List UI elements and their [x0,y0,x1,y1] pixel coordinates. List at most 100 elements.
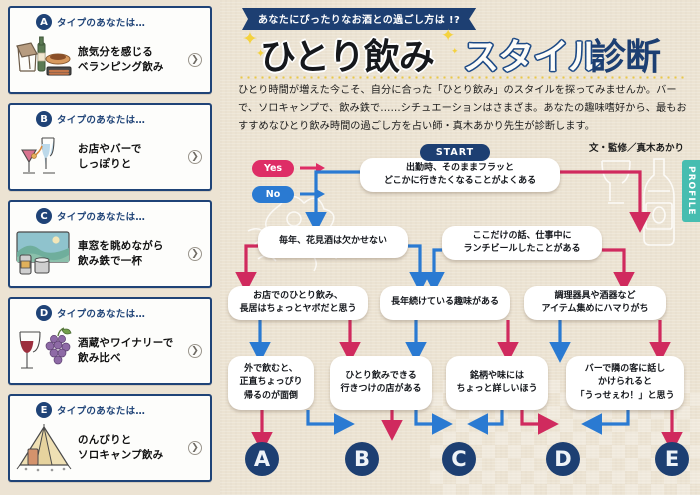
type-card-e-heading: タイプのあなたは… [57,406,146,417]
legend-yes: Yes [252,160,294,177]
byline: 文・監修／真木あかり [588,143,684,154]
sparkle-icon: ✦ [451,47,459,57]
q9-line2: ちょっと詳しいほう [456,384,538,394]
result-type-list: A タイプのあなたは… [0,0,220,495]
chevron-right-icon[interactable]: ❯ [188,150,202,164]
type-card-c[interactable]: C タイプのあなたは… [8,200,212,288]
title-part2: スタイル [463,37,604,78]
type-card-b-header: B タイプのあなたは… [10,105,210,127]
q7-line3: 帰るのが面倒 [243,390,298,401]
train-window-landscape-illustration [14,227,76,281]
type-card-d-line1: 酒蔵やワイナリーで [78,336,174,349]
profile-tab-label: PROFILE [686,166,696,216]
type-card-b-line2: しっぽりと [78,158,132,170]
result-circle-b[interactable]: B [345,442,379,476]
question-box-q10[interactable]: バーで隣の客に話し かけられると 「うっせぇわ！」と思う [566,356,684,410]
type-card-c-heading: タイプのあなたは… [57,212,146,223]
page-title: ✦ ✦ ひとり飲み ✦ ✦ スタイル 診断 [238,26,688,79]
question-box-q1[interactable]: 出勤時、そのままフラッと どこかに行きたくなることがよくある [360,158,560,192]
result-circle-d[interactable]: D [546,442,580,476]
q10-line2: かけられると [597,377,652,388]
type-card-e[interactable]: E タイプのあなたは… のんびりと ソロキャンプ飲み [8,394,212,482]
question-box-q2[interactable]: 毎年、花見酒は欠かせない [258,226,408,258]
result-circle-a[interactable]: A [245,442,279,476]
type-card-c-line1: 車窓を眺めながら [78,239,164,252]
type-card-a-line2: ベランピング飲み [78,61,164,73]
q3-line1: ここだけの話、仕事中に [472,230,572,241]
type-card-b-body: お店やバーで しっぽりと ❯ [10,127,210,187]
type-card-e-line2: ソロキャンプ飲み [78,449,164,461]
q10-line1: バーで隣の客に話し [584,364,666,375]
question-box-q8[interactable]: ひとり飲みできる 行きつけの店がある [330,356,432,410]
question-box-q5[interactable]: 長年続けている趣味がある [380,286,510,320]
q7-line1: 外で飲むと、 [244,364,298,375]
sparkle-icon: ✦ [242,28,258,50]
chevron-right-icon[interactable]: ❯ [188,53,202,67]
q9-line1: 銘柄や味には [469,370,524,381]
type-card-d-heading: タイプのあなたは… [57,309,146,320]
q6-line1: 調理器具や酒器など [554,290,636,301]
q8-line2: 行きつけの店がある [340,384,422,394]
q3-line2: ランチビールしたことがある [463,244,581,254]
type-card-c-line2: 飲み鉄で一杯 [78,255,143,267]
type-card-d-line2: 飲み比べ [78,352,121,364]
title-part1: ひとり飲み [260,37,435,78]
type-card-d-label: 酒蔵やワイナリーで 飲み比べ [76,336,188,366]
type-card-d-header: D タイプのあなたは… [10,299,210,321]
chevron-right-icon[interactable]: ❯ [188,247,202,261]
question-box-q6[interactable]: 調理器具や酒器など アイテム集めにハマりがち [524,286,666,320]
type-badge-d: D [36,305,52,321]
question-box-q7[interactable]: 外で飲むと、 正直ちょっぴり 帰るのが面倒 [228,356,314,410]
ribbon-banner: あなたにぴったりなお酒との過ごし方は !? [242,8,477,30]
tent-illustration [14,421,76,475]
q2-line1: 毎年、花見酒は欠かせない [278,236,387,247]
type-badge-b: B [36,111,52,127]
chevron-right-icon[interactable]: ❯ [188,344,202,358]
q5-line1: 長年続けている趣味がある [390,297,499,308]
type-badge-c: C [36,208,52,224]
title-part3: 診断 [590,37,661,78]
question-box-q3[interactable]: ここだけの話、仕事中に ランチビールしたことがある [442,226,602,260]
type-badge-e: E [36,402,52,418]
type-card-b-heading: タイプのあなたは… [57,115,146,126]
cocktail-champagne-glasses-illustration [14,130,76,184]
type-card-b-line1: お店やバーで [78,142,142,155]
sparkle-icon: ✦ [441,26,456,46]
q1-line1: 出勤時、そのままフラッと [405,162,514,173]
chevron-right-icon[interactable]: ❯ [188,441,202,455]
type-card-a-header: A タイプのあなたは… [10,8,210,30]
result-circle-e[interactable]: E [655,442,689,476]
wine-glass-grapes-illustration [14,324,76,378]
result-circle-c[interactable]: C [442,442,476,476]
lead-paragraph: ひとり時間が増えた今こそ、自分に合った「ひとり飲み」のスタイルを探ってみませんか… [238,85,687,132]
type-card-e-header: E タイプのあなたは… [10,396,210,418]
type-card-b[interactable]: B タイプのあなたは… [8,103,212,191]
legend-no-arrow-icon [300,189,325,199]
type-card-c-label: 車窓を眺めながら 飲み鉄で一杯 [76,239,188,269]
q1-line2: どこかに行きたくなることがよくある [383,176,537,186]
main-content: あなたにぴったりなお酒との過ごし方は !? ✦ ✦ ひとり飲み ✦ ✦ スタイル… [220,0,700,495]
dotted-divider [238,76,688,79]
type-card-a-heading: タイプのあなたは… [57,18,146,29]
q4-line1: お店でのひとり飲み、 [253,290,343,301]
type-card-e-body: のんびりと ソロキャンプ飲み ❯ [10,418,210,478]
type-card-d[interactable]: D タイプのあなたは… [8,297,212,385]
type-card-c-header: C タイプのあなたは… [10,202,210,224]
question-box-q4[interactable]: お店でのひとり飲み、 長居はちょっとヤボだと思う [228,286,368,320]
ribbon-text: あなたにぴったりなお酒との過ごし方は !? [242,8,477,30]
question-box-q9[interactable]: 銘柄や味には ちょっと詳しいほう [446,356,548,410]
type-card-d-body: 酒蔵やワイナリーで 飲み比べ ❯ [10,321,210,381]
type-card-a-body: 旅気分を感じる ベランピング飲み ❯ [10,30,210,90]
type-badge-a: A [36,14,52,30]
flowchart-connectors [235,170,683,453]
q4-line2: 長居はちょっとヤボだと思う [239,304,357,314]
camp-chair-wine-bbq-illustration [14,33,76,87]
q8-line1: ひとり飲みできる [345,370,417,381]
type-card-a-label: 旅気分を感じる ベランピング飲み [76,45,188,75]
type-card-a[interactable]: A タイプのあなたは… [8,6,212,94]
start-badge: START [420,144,490,161]
profile-tab[interactable]: PROFILE [682,160,700,222]
type-card-a-line1: 旅気分を感じる [78,45,153,58]
type-card-e-label: のんびりと ソロキャンプ飲み [76,433,188,463]
